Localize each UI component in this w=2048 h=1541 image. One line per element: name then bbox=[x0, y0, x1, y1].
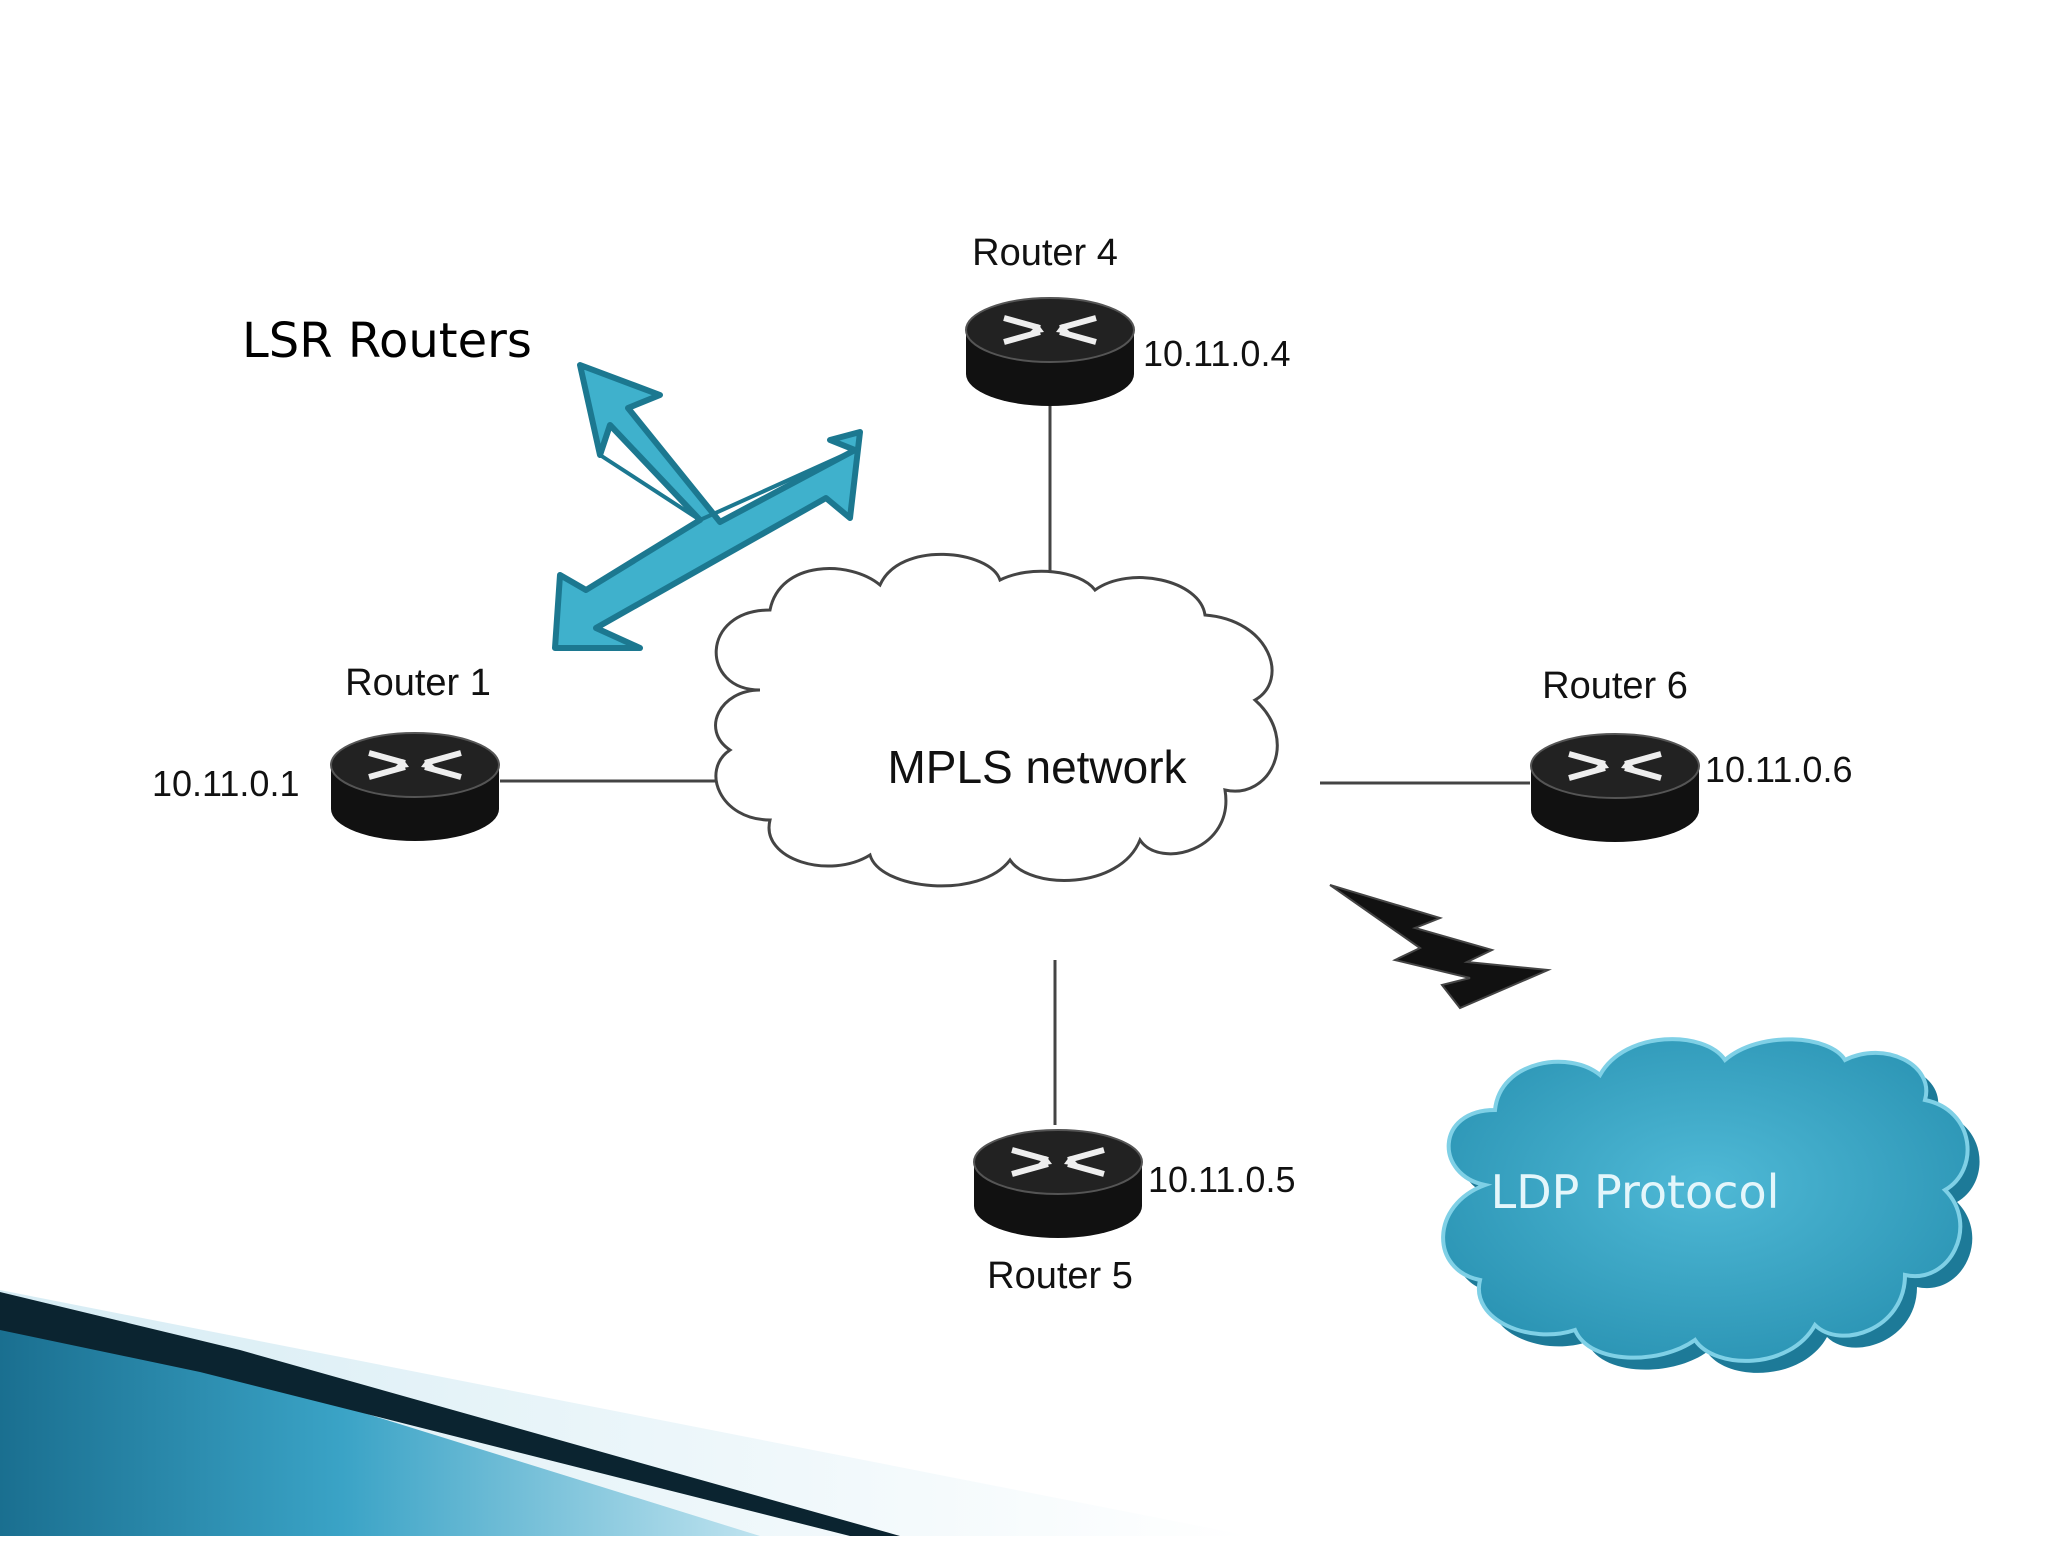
router-5-name: Router 5 bbox=[987, 1255, 1133, 1297]
slide-corner-decoration bbox=[0, 1290, 1250, 1536]
links bbox=[500, 385, 1530, 1125]
router-6-name: Router 6 bbox=[1542, 665, 1688, 707]
ldp-protocol-label: LDP Protocol bbox=[1491, 1165, 1780, 1219]
mpls-label: MPLS network bbox=[887, 741, 1187, 793]
router-6: Router 6 10.11.0.6 bbox=[1531, 665, 1852, 842]
router-5-ip: 10.11.0.5 bbox=[1148, 1159, 1295, 1200]
router-icon bbox=[966, 298, 1134, 406]
ldp-cloud: LDP Protocol bbox=[1441, 1037, 1980, 1373]
lightning-bolt-icon bbox=[1329, 884, 1552, 1010]
router-4-name: Router 4 bbox=[972, 232, 1118, 274]
cloud-icon bbox=[1441, 1037, 1970, 1363]
router-icon bbox=[1531, 734, 1699, 842]
router-1-name: Router 1 bbox=[345, 662, 491, 704]
router-6-ip: 10.11.0.6 bbox=[1705, 749, 1852, 790]
router-5: Router 5 10.11.0.5 bbox=[974, 1130, 1295, 1297]
router-4-ip: 10.11.0.4 bbox=[1143, 333, 1290, 374]
multi-direction-arrow-icon bbox=[552, 362, 863, 651]
router-4: Router 4 10.11.0.4 bbox=[966, 232, 1290, 406]
router-1: Router 1 10.11.0.1 bbox=[152, 662, 499, 841]
router-1-ip: 10.11.0.1 bbox=[152, 763, 299, 804]
cloud-icon bbox=[714, 552, 1279, 888]
mpls-cloud: MPLS network bbox=[714, 552, 1279, 888]
lsr-routers-label: LSR Routers bbox=[242, 313, 532, 369]
router-icon bbox=[974, 1130, 1142, 1238]
router-icon bbox=[331, 733, 499, 841]
